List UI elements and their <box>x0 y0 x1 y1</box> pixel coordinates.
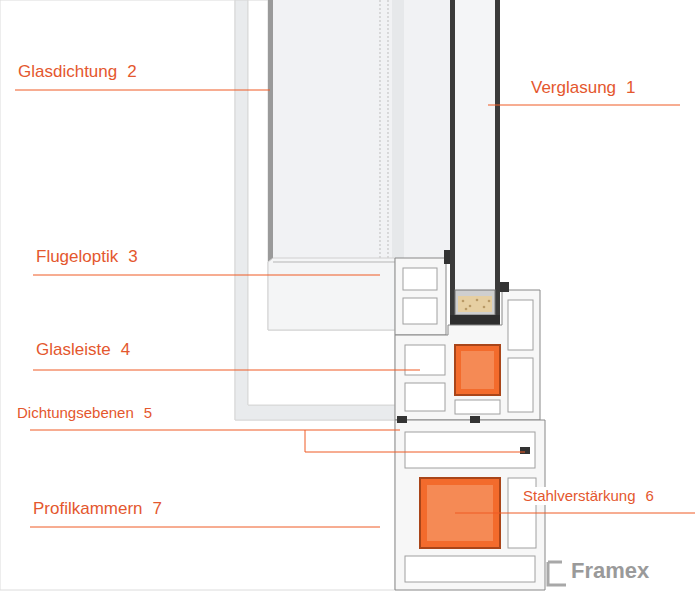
part-name: Glasdichtung <box>18 62 117 82</box>
label-group: Stahlverstärkung 6 <box>520 487 657 505</box>
leader-line <box>33 275 380 276</box>
spacer-band <box>392 0 404 258</box>
part-name: Flugeloptik <box>36 247 118 267</box>
label-group: Glasdichtung 2 <box>15 62 140 82</box>
part-name: Profilkammern <box>33 499 143 519</box>
label-group: Profilkammern 7 <box>30 499 165 519</box>
label-group: Dichtungsebenen 5 <box>14 404 155 422</box>
part-name: Glasleiste <box>36 340 111 360</box>
part-name: Verglasung <box>531 78 616 98</box>
frame-step <box>235 0 395 420</box>
gasket <box>500 282 509 292</box>
callout-number: 7 <box>153 499 162 519</box>
leader-line <box>455 513 695 514</box>
bead-section <box>395 258 446 335</box>
label-group: Verglasung 1 <box>528 78 639 98</box>
callout-number: 5 <box>144 404 152 422</box>
profile-chamber <box>403 268 437 290</box>
steel-inner <box>461 351 494 389</box>
profile-chamber <box>508 358 533 412</box>
spacer <box>455 290 495 315</box>
gasket <box>397 416 407 423</box>
bead-edge <box>273 262 395 263</box>
frame-face <box>0 0 395 590</box>
leader-line <box>305 430 525 452</box>
desiccant <box>458 296 492 312</box>
profile-chamber <box>405 432 535 468</box>
gasket <box>520 447 530 454</box>
glass-seal <box>450 315 500 325</box>
callout-number: 3 <box>128 247 137 267</box>
leader-line <box>33 370 420 371</box>
label-group: Glasleiste 4 <box>33 340 133 360</box>
glass-face <box>272 0 452 258</box>
gasket <box>444 250 450 264</box>
glass-gap <box>455 0 495 290</box>
leader-line <box>30 527 380 528</box>
desiccant-grain <box>469 305 472 308</box>
profile-chamber <box>403 298 437 324</box>
frame-section <box>395 420 545 590</box>
glass-pane <box>450 0 455 318</box>
glass-pane <box>495 0 500 318</box>
spacer-edge <box>380 0 381 258</box>
desiccant-grain <box>483 306 486 309</box>
logo-mark <box>548 562 566 585</box>
bead-face <box>268 258 395 330</box>
desiccant-grain <box>462 300 465 303</box>
part-name: Dichtungsebenen <box>17 404 134 422</box>
sash-section <box>395 290 540 420</box>
gasket <box>470 416 480 423</box>
desiccant-grain <box>488 300 491 303</box>
label-group: Flugeloptik 3 <box>33 247 141 267</box>
profile-chamber <box>405 383 445 411</box>
desiccant-grain <box>462 299 491 311</box>
label-group: Framex <box>568 558 652 584</box>
desiccant-grain <box>465 308 468 311</box>
watermark: Framex <box>571 558 649 584</box>
profile-chamber <box>455 400 500 414</box>
spacer-edge <box>388 0 389 258</box>
sash-face <box>248 0 395 405</box>
leader-line <box>15 90 270 91</box>
callout-number: 4 <box>121 340 130 360</box>
profile-chamber <box>508 300 533 350</box>
part-name: Stahlverstärkung <box>523 487 636 505</box>
steel-reinforcement <box>455 345 500 395</box>
glass-gasket <box>268 0 273 262</box>
callout-number: 1 <box>626 78 635 98</box>
leader-lines <box>15 90 695 527</box>
callout-number: 6 <box>646 487 654 505</box>
callout-number: 2 <box>127 62 136 82</box>
leader-line <box>30 430 400 431</box>
leader-line <box>488 105 680 106</box>
profile-chamber <box>405 556 535 582</box>
desiccant-grain <box>476 299 479 302</box>
